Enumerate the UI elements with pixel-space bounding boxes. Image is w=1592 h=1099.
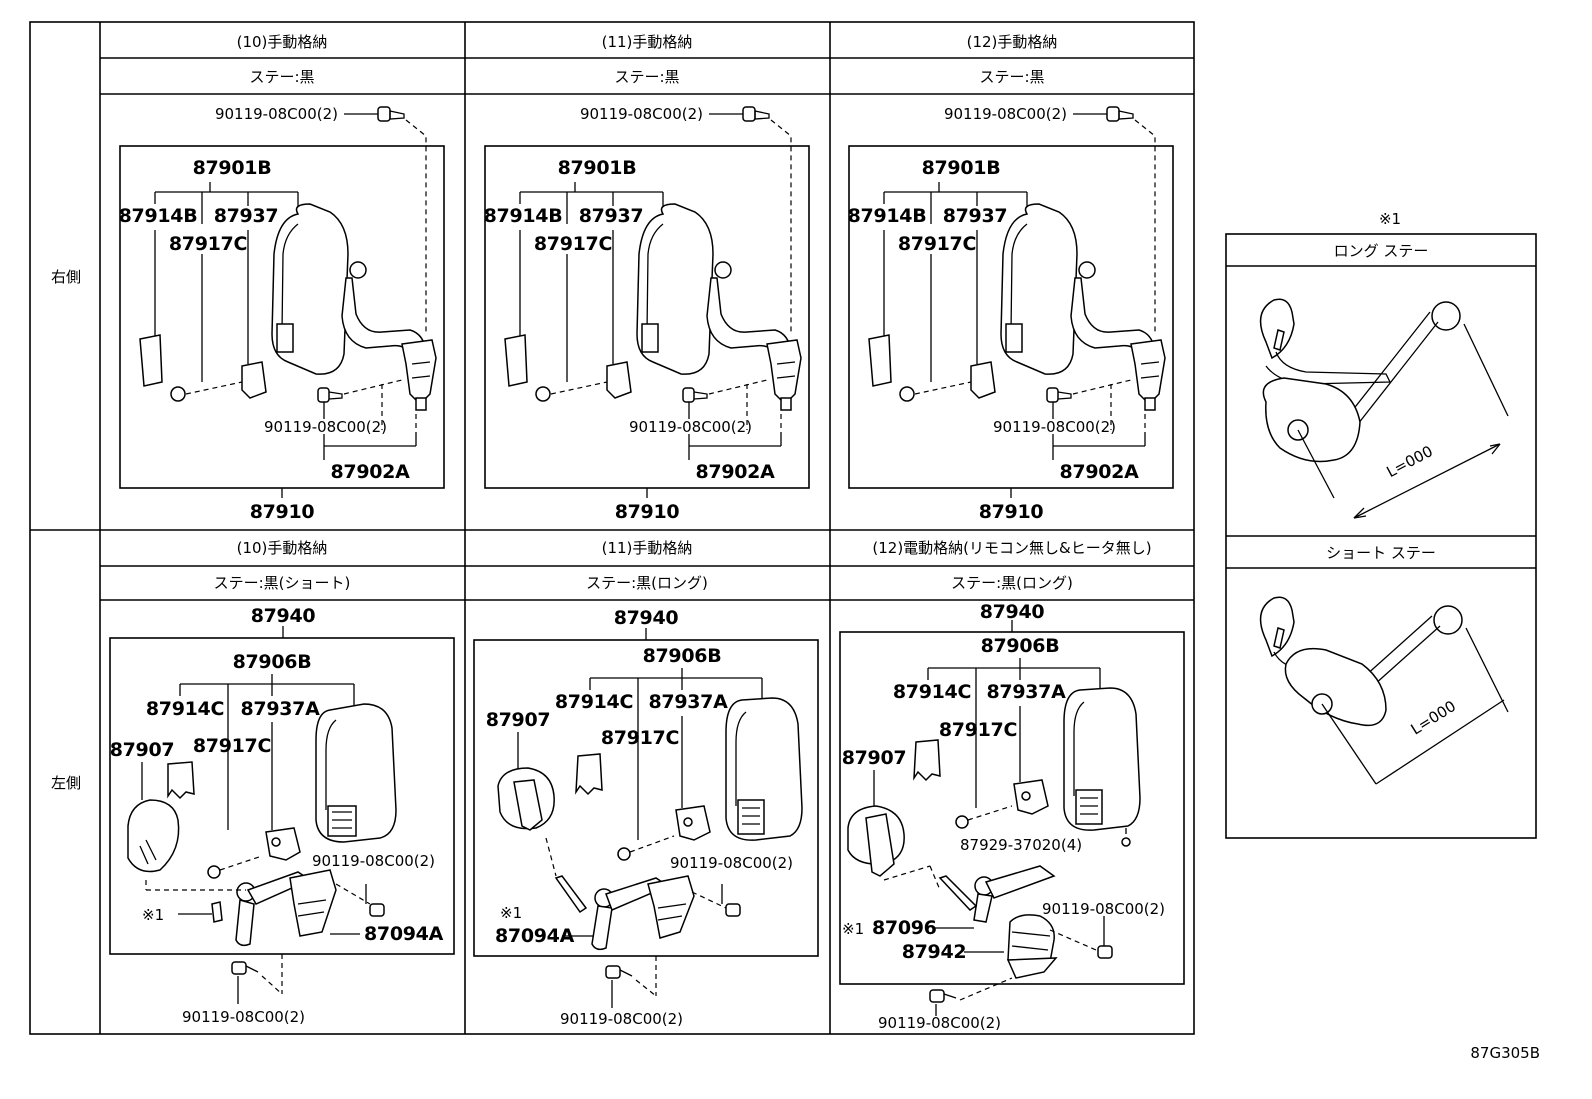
part-87096: 87096 (872, 917, 937, 939)
long-stay-dimension: L=000 (1384, 442, 1436, 481)
part-87914b: 87914B (848, 205, 927, 227)
row-label-left: 左側 (51, 774, 81, 792)
table-grid (29, 21, 1195, 1035)
part-90119-right: 90119-08C00(2) (312, 852, 435, 870)
part-87907: 87907 (110, 739, 175, 761)
part-87937a: 87937A (986, 681, 1066, 703)
part-90119-mid: 90119-08C00(2) (264, 418, 387, 436)
part-90119-top: 90119-08C00(2) (215, 105, 338, 123)
part-90119-bottom: 90119-08C00(2) (878, 1014, 1001, 1032)
note-mark: ※1 (842, 920, 864, 938)
col-stay-top-11: ステー:黒 (614, 68, 679, 86)
part-90119-right: 90119-08C00(2) (1042, 900, 1165, 918)
left-assembly-10: 87940 87906B 87914C 87937A 87907 87917C (109, 605, 455, 1026)
part-87914b: 87914B (484, 205, 563, 227)
part-87907: 87907 (842, 747, 907, 769)
part-87914c: 87914C (146, 698, 224, 720)
short-stay-dimension: L=000 (1408, 697, 1460, 739)
part-87914c: 87914C (893, 681, 971, 703)
part-90119-top: 90119-08C00(2) (580, 105, 703, 123)
part-87094a: 87094A (495, 925, 575, 947)
part-87907: 87907 (486, 709, 551, 731)
long-stay-title: ロング ステー (1334, 242, 1429, 260)
col-stay-bottom-10: ステー:黒(ショート) (214, 574, 351, 592)
left-assembly-12: 87940 87906B 87914C 87937A 87907 87917C … (839, 601, 1185, 1032)
part-90119-top: 90119-08C00(2) (944, 105, 1067, 123)
part-87902a: 87902A (1059, 461, 1139, 483)
part-87901b: 87901B (558, 157, 637, 179)
col-stay-top-10: ステー:黒 (249, 68, 314, 86)
col-stay-top-12: ステー:黒 (979, 68, 1044, 86)
short-stay-title: ショート ステー (1326, 544, 1436, 562)
part-87917c: 87917C (534, 233, 612, 255)
col-header-top-10: (10)手動格納 (237, 33, 328, 51)
col-header-bottom-11: (11)手動格納 (602, 539, 693, 557)
col-header-bottom-10: (10)手動格納 (237, 539, 328, 557)
part-87929: 87929-37020(4) (960, 836, 1082, 854)
part-87917c: 87917C (193, 735, 271, 757)
short-stay-drawing (1259, 596, 1509, 785)
col-header-bottom-12: (12)電動格納(リモコン無し&ヒータ無し) (872, 539, 1151, 557)
part-87914c: 87914C (555, 691, 633, 713)
note-mark: ※1 (142, 906, 164, 924)
side-note-mark: ※1 (1379, 210, 1401, 228)
part-87910: 87910 (250, 501, 315, 523)
part-90119-bottom: 90119-08C00(2) (560, 1010, 683, 1028)
col-header-top-12: (12)手動格納 (967, 33, 1058, 51)
part-87906b: 87906B (981, 635, 1060, 657)
stay-length-panel: ※1 ロング ステー ショート ステー L=000 L=000 (1225, 210, 1537, 839)
col-stay-bottom-11: ステー:黒(ロング) (586, 574, 708, 592)
part-87917c: 87917C (898, 233, 976, 255)
part-87937a: 87937A (648, 691, 728, 713)
part-87937: 87937 (214, 205, 279, 227)
row-label-right: 右側 (51, 268, 81, 286)
part-87917c: 87917C (939, 719, 1017, 741)
part-87937: 87937 (579, 205, 644, 227)
right-assembly-10: 90119-08C00(2) 87901B 87914B 87937 87917… (119, 105, 445, 523)
part-87937: 87937 (943, 205, 1008, 227)
part-87906b: 87906B (643, 645, 722, 667)
part-90119-mid: 90119-08C00(2) (629, 418, 752, 436)
part-87917c: 87917C (601, 727, 679, 749)
part-87917c: 87917C (169, 233, 247, 255)
figure-code: 87G305B (1470, 1044, 1540, 1062)
part-87940: 87940 (614, 607, 679, 629)
part-87901b: 87901B (193, 157, 272, 179)
part-87942: 87942 (902, 941, 967, 963)
part-87906b: 87906B (233, 651, 312, 673)
note-mark: ※1 (500, 904, 522, 922)
col-stay-bottom-12: ステー:黒(ロング) (951, 574, 1073, 592)
part-87914b: 87914B (119, 205, 198, 227)
right-assembly-11: 90119-08C00(2) 87901B 87914B 87937 87917… (484, 105, 810, 523)
part-87094a: 87094A (364, 923, 444, 945)
part-87937a: 87937A (240, 698, 320, 720)
part-87940: 87940 (980, 601, 1045, 623)
right-assembly-12: 90119-08C00(2) 87901B 87914B 87937 87917… (848, 105, 1174, 523)
part-90119-bottom: 90119-08C00(2) (182, 1008, 305, 1026)
part-90119-mid: 90119-08C00(2) (993, 418, 1116, 436)
part-87902a: 87902A (330, 461, 410, 483)
part-87901b: 87901B (922, 157, 1001, 179)
left-assembly-11: 87940 87906B 87914C 87937A 87907 87917C (473, 607, 819, 1028)
part-87910: 87910 (615, 501, 680, 523)
long-stay-drawing (1259, 298, 1509, 519)
col-header-top-11: (11)手動格納 (602, 33, 693, 51)
part-87940: 87940 (251, 605, 316, 627)
part-90119-right: 90119-08C00(2) (670, 854, 793, 872)
part-87902a: 87902A (695, 461, 775, 483)
part-87910: 87910 (979, 501, 1044, 523)
